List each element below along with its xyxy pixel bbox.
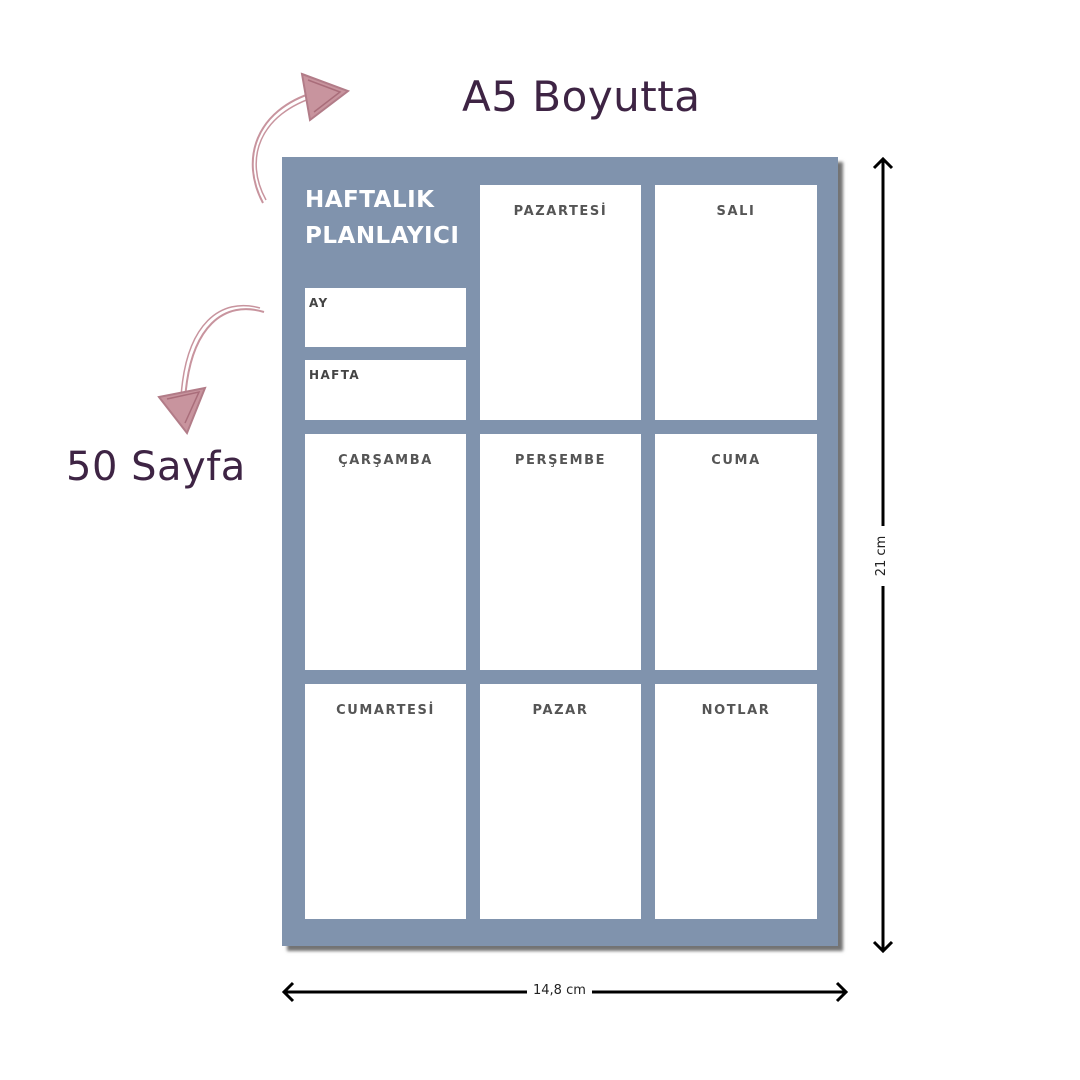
thursday-label: PERŞEMBE [514, 453, 607, 468]
monday-label: PAZARTESİ [513, 204, 608, 219]
month-field-label: AY [309, 296, 329, 310]
wednesday-box: ÇARŞAMBA [305, 434, 466, 670]
planner-title: HAFTALIK PLANLAYICI [305, 182, 459, 254]
height-dimension-label: 21 cm [874, 526, 890, 586]
saturday-box: CUMARTESİ [305, 684, 466, 919]
week-field-label: HAFTA [309, 368, 361, 382]
notes-box: NOTLAR [655, 684, 817, 919]
wednesday-label: ÇARŞAMBA [338, 453, 433, 468]
curved-arrow-icon [251, 72, 351, 204]
monday-box: PAZARTESİ [480, 185, 641, 420]
planner-title-line2: PLANLAYICI [305, 223, 460, 249]
size-headline: A5 Boyutta [462, 72, 701, 121]
thursday-box: PERŞEMBE [480, 434, 641, 670]
sunday-box: PAZAR [480, 684, 641, 919]
planner-title-line1: HAFTALIK [305, 187, 435, 213]
tuesday-label: SALI [716, 204, 756, 219]
curved-arrow-icon [157, 304, 265, 435]
friday-box: CUMA [655, 434, 817, 670]
pages-headline: 50 Sayfa [66, 444, 246, 490]
notes-label: NOTLAR [701, 703, 771, 718]
week-field: HAFTA [305, 360, 466, 420]
saturday-label: CUMARTESİ [336, 703, 435, 718]
tuesday-box: SALI [655, 185, 817, 420]
sunday-label: PAZAR [532, 703, 589, 718]
month-field: AY [305, 288, 466, 347]
friday-label: CUMA [711, 453, 761, 468]
width-dimension-label: 14,8 cm [527, 983, 592, 999]
weekly-planner-page: HAFTALIK PLANLAYICI AY HAFTA PAZARTESİ S… [282, 157, 838, 946]
